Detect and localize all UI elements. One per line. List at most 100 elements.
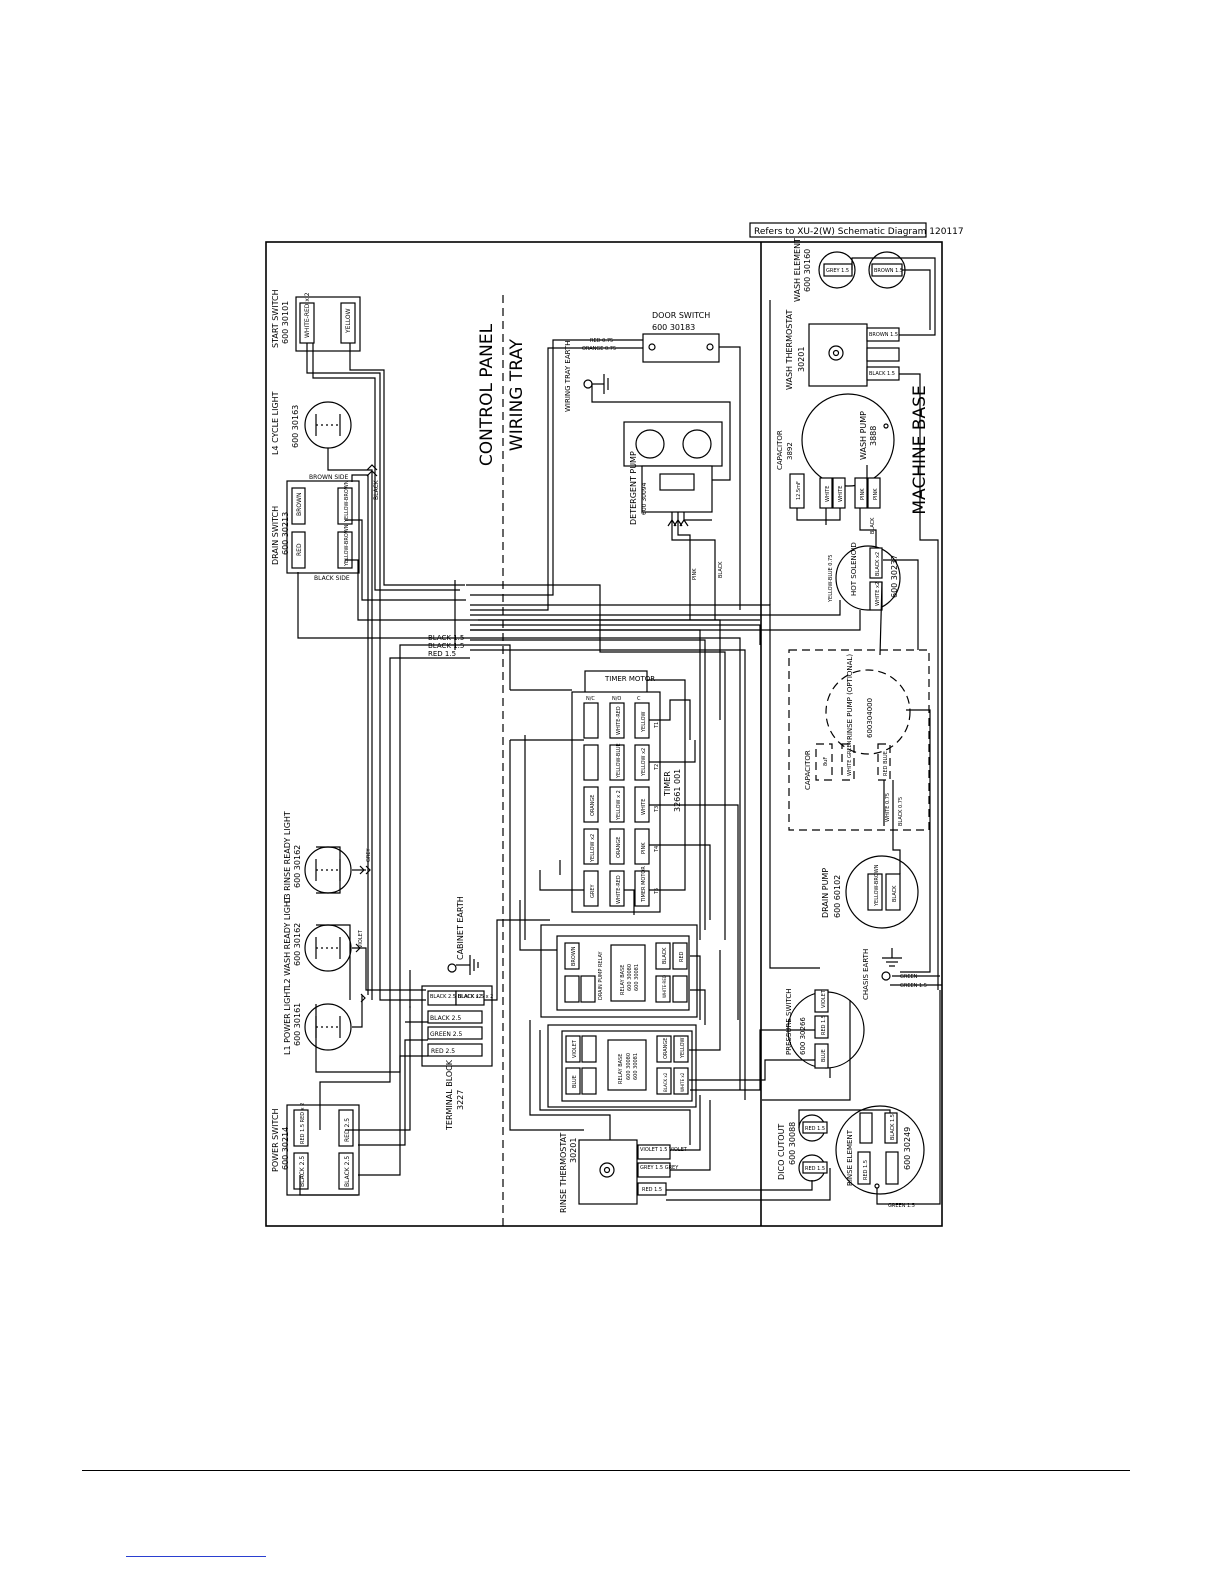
drain-switch-brown-side: BROWN SIDE — [309, 474, 349, 481]
power-light: L1 POWER LIGHT 600 30161 — [283, 987, 352, 1055]
drain-pump-terminal-1: YELLOW-BROWN — [874, 864, 880, 907]
power-light-name: L1 POWER LIGHT — [283, 987, 292, 1055]
rinse-element-part: 600 30249 — [903, 1127, 912, 1170]
timer-terminal-13: TIMER MOTOR — [641, 866, 647, 903]
capacitor-2-terminal-2: WHITE GREEN — [847, 740, 853, 776]
relay-2-base: RELAY BASE — [618, 1054, 624, 1084]
wiring-runs — [297, 257, 942, 1205]
timer-contact-t1: T1 — [654, 722, 660, 729]
capacitor-1-name: CAPACITOR — [776, 430, 784, 470]
wire-label-14: GREEN 1.5 — [900, 983, 927, 989]
dico-cutout-name: DICO CUTOUT — [777, 1124, 786, 1180]
timer-terminal-9: ORANGE — [616, 837, 622, 858]
rinse-ready-light-part: 600 30162 — [293, 845, 302, 888]
hot-solenoid-part: 600 30237 — [890, 555, 899, 598]
wash-pump-part: 3888 — [869, 426, 878, 446]
wash-thermostat-name: WASH THERMOSTAT — [785, 310, 794, 390]
footer-rule — [82, 1470, 1130, 1471]
relay-2-terminal-2: BLUE — [572, 1075, 578, 1088]
hot-solenoid-name: HOT SOLENOID — [850, 542, 858, 596]
rinse-thermostat-name: RINSE THERMOSTAT — [559, 1133, 568, 1213]
wiring-tray-label: WIRING TRAY — [507, 338, 527, 451]
pressure-switch-name: PRESSURE SWITCH — [785, 989, 793, 1055]
terminal-block-terminal-4: GREEN 2.5 — [430, 1031, 463, 1038]
timer-contact-t2: T2 — [654, 764, 660, 771]
wash-thermostat-terminal-2: BLACK 1.5 — [869, 371, 895, 377]
drain-pump-relay-base: RELAY BASE — [620, 965, 626, 995]
drain-pump-relay-name: DRAIN PUMP RELAY — [598, 950, 604, 1000]
terminal-block: BLACK 2.5 BLACK x2 BLACK 1.5 x 2 BLACK 2… — [421, 985, 493, 1131]
rinse-pump-optional: RINSE PUMP (OPTIONAL) 600304000 8uF WHIT… — [788, 649, 930, 831]
control-panel-label: CONTROL PANEL — [477, 323, 497, 466]
drain-pump-relay-part-1: 600 30080 — [627, 964, 633, 991]
power-switch-name: POWER SWITCH — [271, 1108, 280, 1172]
timer-header-c: C — [637, 696, 641, 702]
drain-switch: BROWN YELLOW-BROWN RED YELLOW-BROWN BROW… — [271, 474, 360, 582]
relay-2-part-2: 600 30081 — [633, 1053, 639, 1080]
timer-terminal-10: PINK — [641, 842, 647, 854]
wash-element-terminal-2: BROWN 1.5 — [874, 268, 903, 274]
wash-ready-light: L2 WASH READY LIGHT 600 30162 — [283, 896, 352, 988]
wire-label-10: BLACK — [870, 517, 876, 534]
drain-switch-part: 600 30213 — [281, 512, 290, 555]
start-switch: WHITE-RED x 2 YELLOW START SWITCH 600 30… — [271, 289, 361, 352]
reference-note-box — [749, 222, 927, 238]
wire-label-13: GREEN — [900, 974, 918, 980]
wire-label-5: PINK — [692, 568, 698, 580]
drain-switch-terminal-3: RED — [296, 543, 303, 556]
timer-contact-t5: T5 — [654, 888, 660, 895]
power-switch: RED 1.5 RED x 2 RED 2.5 BLACK 2.5 BLACK … — [271, 1103, 360, 1196]
terminal-block-name: TERMINAL BLOCK — [445, 1059, 454, 1131]
timer-terminal-11: GREY — [590, 883, 596, 898]
capacitor-1-terminal-4: PINK — [860, 488, 866, 500]
start-switch-part: 600 30101 — [281, 301, 290, 344]
dico-cutout-terminal-1: RED 1.5 — [805, 1126, 825, 1132]
timer-terminal-3: YELLOW-BLUE — [616, 743, 622, 779]
relay-2-terminal-1: VIOLET — [572, 1039, 578, 1058]
pressure-switch-terminal-1: VIOLET — [821, 989, 827, 1008]
rinse-ready-light: L3 RINSE READY LIGHT 600 30162 — [283, 811, 352, 903]
power-switch-part: 600 30214 — [281, 1127, 290, 1170]
drain-switch-black-side: BLACK SIDE — [314, 575, 350, 582]
wire-label-12: BLACK 0.75 — [898, 797, 904, 826]
hot-solenoid-terminal-1: BLACK x2 — [875, 552, 881, 576]
relay-2-terminal-4: YELLOW — [680, 1037, 686, 1059]
diagram-frame — [265, 241, 943, 1227]
timer-terminal-6: YELLOW x 2 — [616, 790, 622, 821]
timer-terminal-4: YELLOW x2 — [641, 748, 647, 777]
wash-thermostat-part: 30201 — [797, 347, 806, 372]
door-switch-wire-2: ORANGE 0.75 — [582, 346, 616, 352]
capacitor-2-terminal-1: 8uF — [823, 757, 829, 766]
door-switch-part: 600 30183 — [652, 323, 695, 332]
timer-contact-t4: T4 — [654, 846, 660, 853]
timer-terminal-2: YELLOW — [641, 711, 647, 733]
relay-2-terminal-6: WHITE x2 — [680, 1072, 685, 1092]
wire-label-4: RED 1.5 — [428, 650, 456, 658]
door-switch: DOOR SWITCH 600 30183 RED 0.75 ORANGE 0.… — [582, 311, 720, 363]
cycle-light: L4 CYCLE LIGHT 600 30163 — [271, 391, 352, 455]
wire-label-1: BLACK — [373, 479, 380, 500]
terminal-block-terminal-2: BLACK 1.5 x 2 — [458, 994, 493, 1000]
door-switch-name: DOOR SWITCH — [652, 311, 710, 320]
wiring-tray-earth-label: WIRING TRAY EARTH — [564, 340, 572, 412]
relay-2-terminal-3: ORANGE — [663, 1038, 669, 1059]
wash-element-part: 600 30160 — [803, 249, 812, 292]
wire-label-3: BLACK 1.5 — [428, 642, 464, 650]
cabinet-earth: CABINET EARTH — [447, 896, 479, 975]
wire-label-11: WHITE 0.75 — [885, 793, 891, 822]
power-light-part: 600 30161 — [293, 1003, 302, 1046]
relay-2-part-1: 600 30080 — [626, 1053, 632, 1080]
drain-pump-relay-part-2: 600 30081 — [634, 964, 640, 991]
wire-label-2: BLACK 1.5 — [428, 634, 464, 642]
rinse-thermostat: VIOLET 1.5 VIOLET GREY 1.5 GREY RED 1.5 … — [559, 1133, 688, 1213]
capacitor-2-name: CAPACITOR — [804, 750, 812, 790]
pressure-switch-terminal-3: BLUE — [821, 1049, 827, 1062]
capacitor-1-terminal-1: 12.5mF — [796, 481, 802, 500]
cabinet-earth-label: CABINET EARTH — [456, 896, 465, 960]
drain-pump-relay-terminal-3: RED — [679, 951, 685, 962]
rinse-element-terminal-1: BLACK 1.5 — [890, 1114, 896, 1140]
wash-ready-light-part: 600 30162 — [293, 923, 302, 966]
drain-switch-terminal-1: BROWN — [296, 493, 303, 516]
power-switch-terminal-1: RED 1.5 RED x 2 — [300, 1103, 306, 1144]
